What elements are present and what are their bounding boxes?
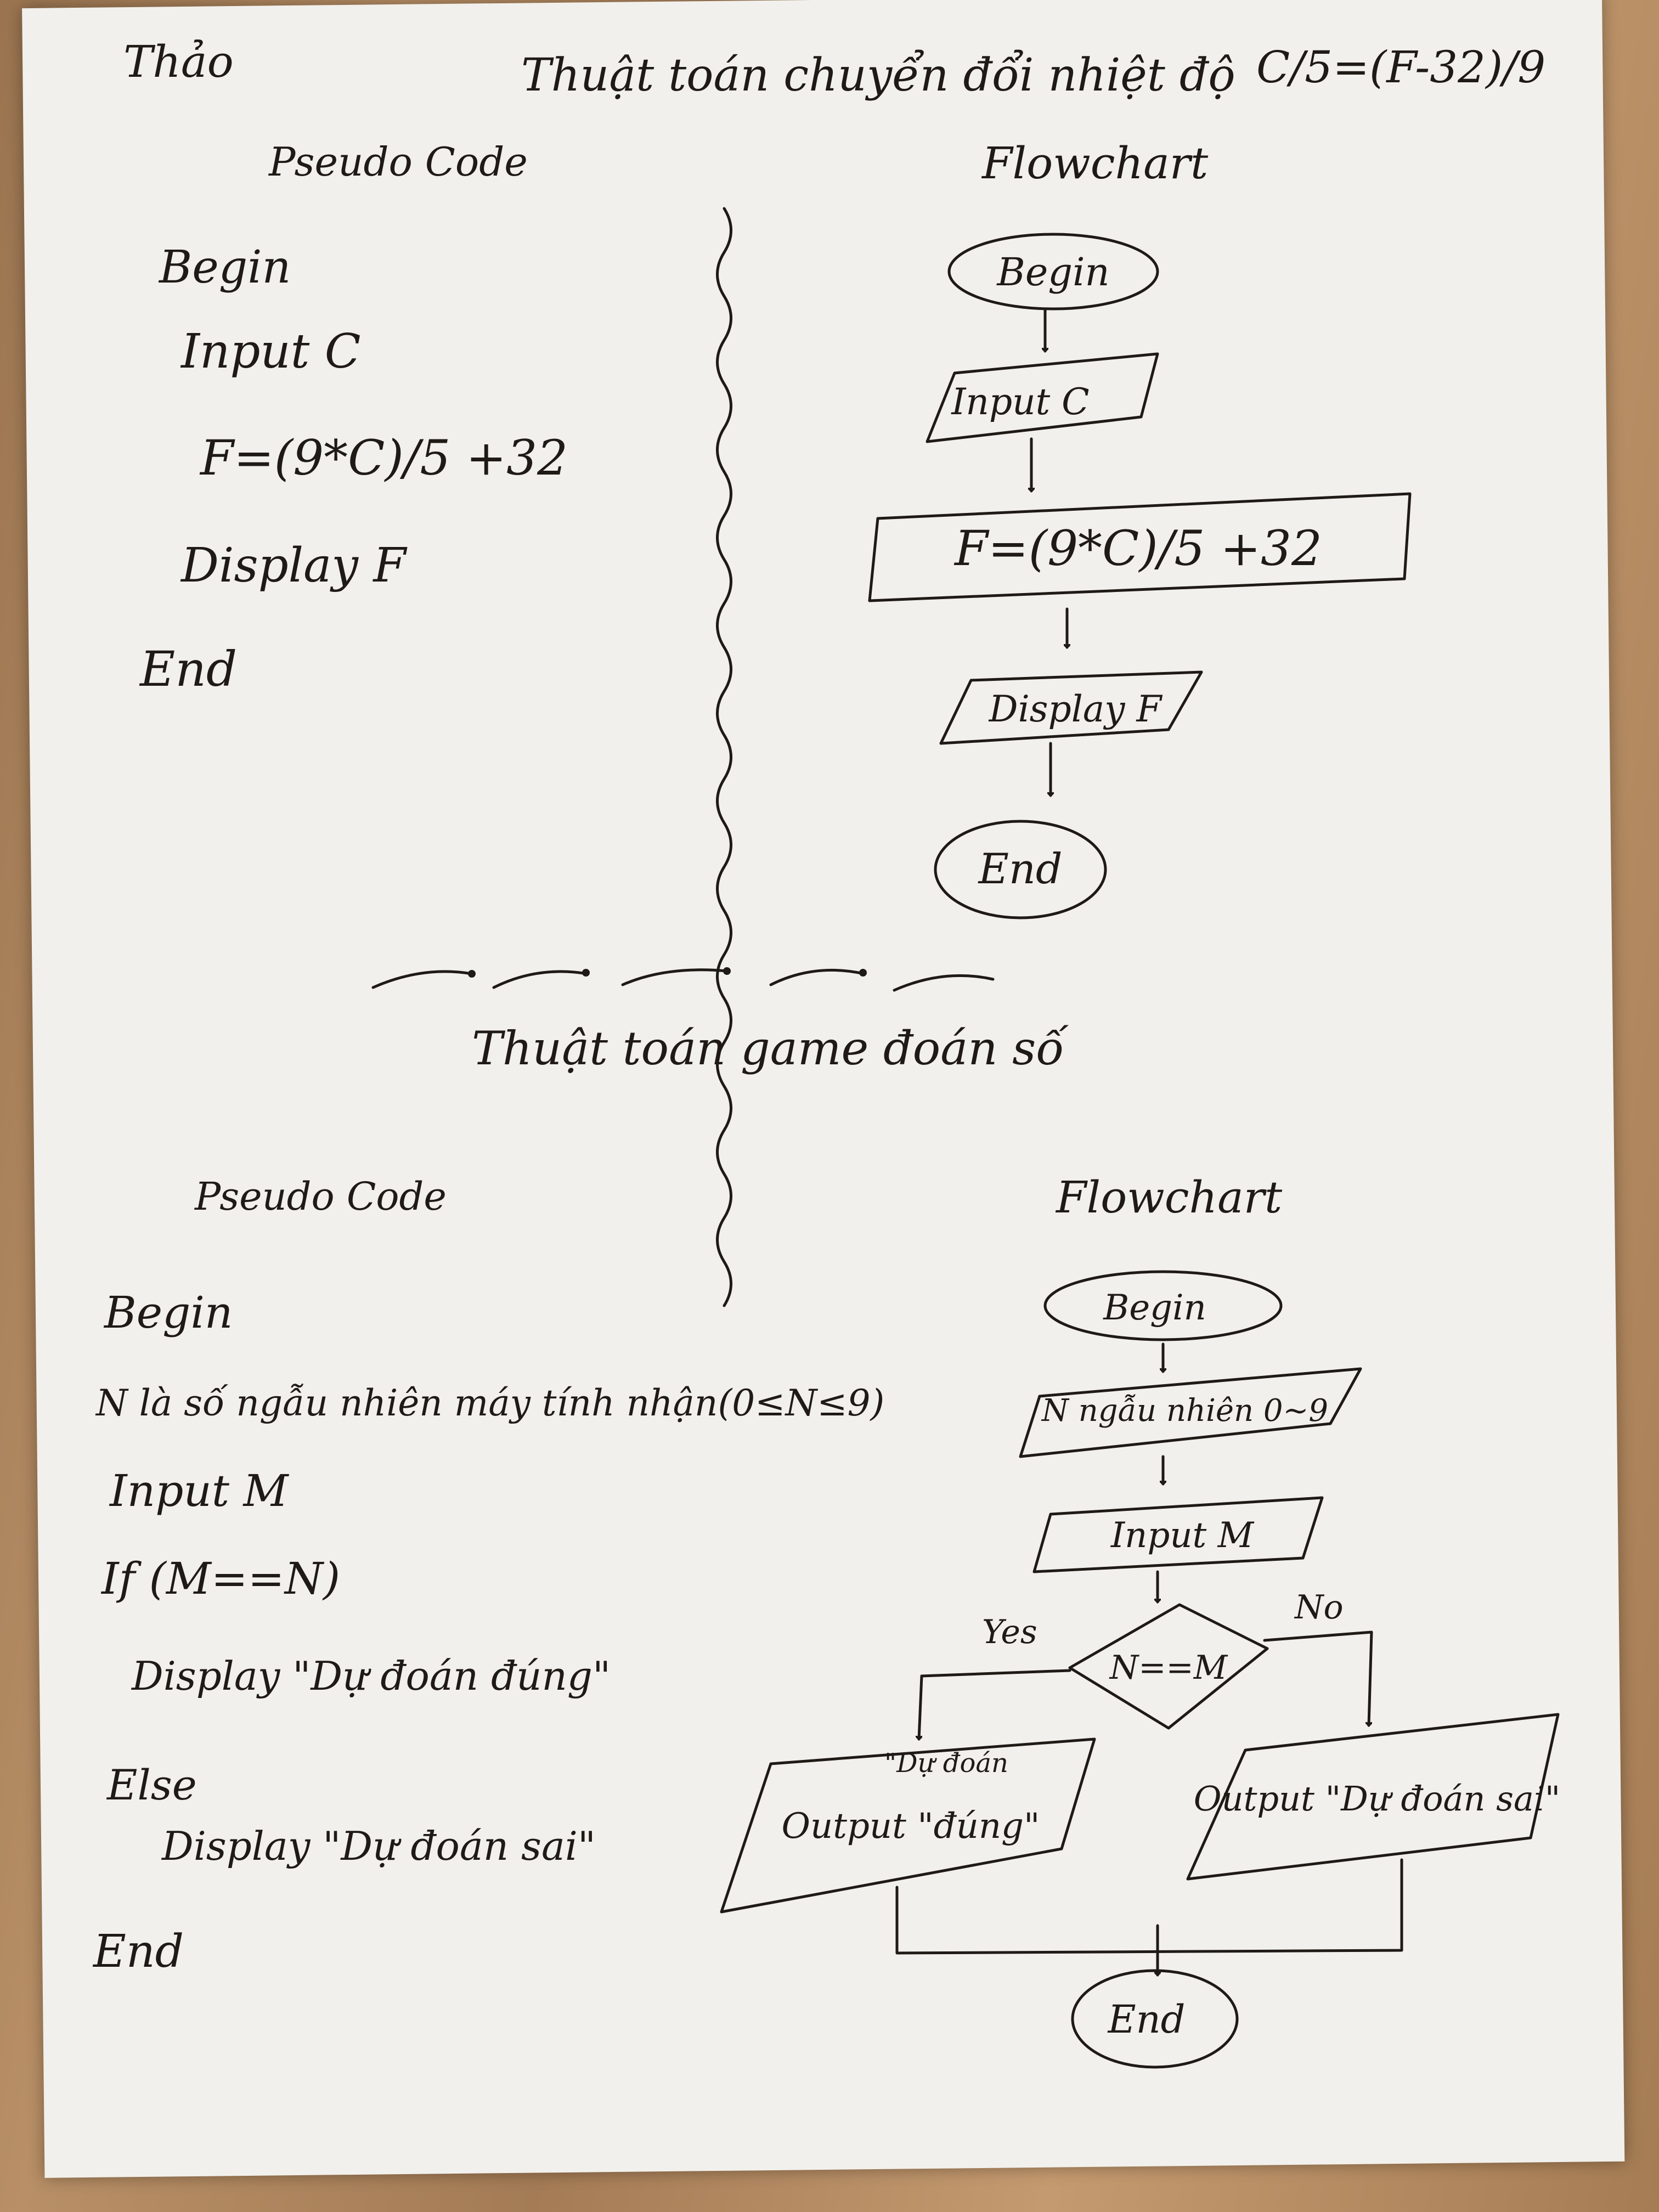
pseudo-line: Begin (158, 241, 291, 294)
pseudo-line: Else (106, 1760, 197, 1809)
flow-label: End (1107, 1997, 1186, 2042)
pseudo-line: Input M (109, 1465, 289, 1516)
flow-process-box (868, 492, 1412, 602)
branch-label-yes: Yes (982, 1613, 1037, 1651)
pseudo-line: F=(9*C)/5 +32 (199, 430, 568, 486)
pseudo-code-heading-2: Pseudo Code (194, 1174, 447, 1219)
flow-label: F=(9*C)/5 +32 (953, 520, 1322, 577)
section-2-title: Thuật toán game đoán số (472, 1022, 1069, 1075)
flow-label: Input C (951, 381, 1089, 423)
pseudo-line: Input C (180, 324, 361, 379)
flowchart-heading-1: Flowchart (981, 138, 1209, 189)
flow-input-box (926, 352, 1159, 443)
pseudo-line: Display "Dự đoán sai" (161, 1823, 596, 1869)
flow-terminal-begin (1043, 1270, 1283, 1341)
flow-input-box (1032, 1496, 1324, 1573)
flow-label: Begin (1103, 1288, 1206, 1328)
author-name: Thảo (123, 36, 234, 87)
flow-label: Output "Dự đoán sai" (1194, 1779, 1561, 1819)
flow-terminal-end (934, 820, 1107, 919)
flow-merge-line (895, 1858, 1403, 1955)
separator-dot (582, 969, 590, 977)
pseudo-line: Begin (103, 1287, 233, 1338)
flow-arrow-no (1263, 1630, 1373, 1725)
branch-label-no: No (1294, 1588, 1344, 1627)
page-title: Thuật toán chuyển đổi nhiệt độ (521, 49, 1235, 101)
flow-label: N ngẫu nhiên 0~9 (1041, 1393, 1328, 1429)
flow-arrow-yes (919, 1669, 1071, 1739)
flow-label: N==M (1109, 1649, 1228, 1687)
pseudo-code-heading-1: Pseudo Code (268, 139, 528, 185)
separator-dot (859, 969, 867, 977)
flowchart-heading-2: Flowchart (1055, 1172, 1283, 1223)
flow-random-box (1019, 1367, 1362, 1458)
pseudo-line: End (139, 641, 237, 697)
flow-output-box (939, 670, 1203, 745)
decorative-separator (371, 968, 995, 992)
flow-terminal-end (1071, 1969, 1239, 2069)
flow-label: Begin (996, 250, 1109, 295)
flow-label: "Dự đoán (884, 1748, 1008, 1779)
pseudo-line: Display F (180, 538, 408, 593)
flow-label: Output "đúng" (782, 1806, 1040, 1847)
pseudo-line: Display "Dự đoán đúng" (131, 1653, 611, 1699)
flow-label: End (977, 844, 1062, 893)
separator-dot (468, 970, 476, 978)
flow-label: Input M (1110, 1515, 1255, 1556)
separator-dot (723, 967, 731, 975)
flow-terminal-begin (947, 233, 1159, 311)
flow-output-no-box (1186, 1713, 1560, 1881)
flow-output-yes-box (720, 1737, 1096, 1914)
flow-decision-diamond (1068, 1603, 1269, 1730)
pseudo-line: N là số ngẫu nhiên máy tính nhận(0≤N≤9) (95, 1382, 884, 1424)
wavy-divider (716, 207, 732, 1307)
flow-label: Display F (989, 688, 1163, 730)
pseudo-line: If (M==N) (100, 1553, 340, 1604)
conversion-formula: C/5=(F-32)/9 (1256, 42, 1545, 93)
pseudo-line: End (92, 1926, 184, 1978)
